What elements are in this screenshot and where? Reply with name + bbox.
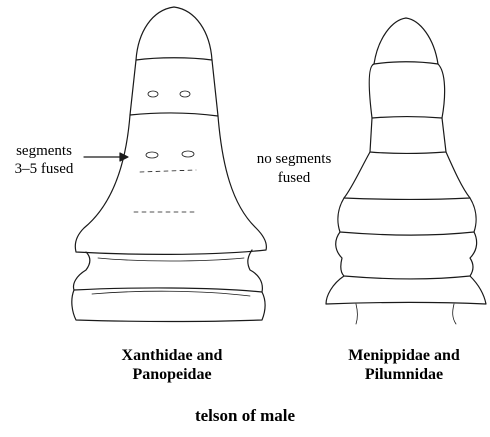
main-caption: telson of male	[145, 406, 345, 425]
left-segment-6	[130, 60, 218, 116]
left-telson	[136, 7, 212, 60]
left-abdomen-drawing	[72, 7, 267, 322]
unfused-annotation-line2: fused	[246, 169, 342, 188]
right-caption-line1: Menippidae and	[322, 346, 486, 365]
right-segment-3	[338, 198, 476, 235]
fused-annotation-line2: 3–5 fused	[4, 160, 84, 179]
right-segment-2	[336, 232, 477, 279]
right-caption-line2: Pilumnidae	[322, 365, 486, 384]
left-caption-line1: Xanthidae and	[82, 346, 262, 365]
right-telson	[374, 18, 438, 64]
right-segment-6	[369, 64, 444, 118]
annotation-arrow	[84, 153, 128, 161]
right-segment-4	[344, 152, 470, 200]
left-segment-2	[74, 250, 263, 292]
unfused-annotation-line1: no segments	[246, 150, 342, 169]
right-segment-5	[370, 118, 446, 154]
left-fused-segments-3-5	[75, 115, 266, 254]
right-segment-1	[326, 276, 486, 304]
fused-annotation-line1: segments	[4, 142, 84, 161]
right-abdomen-drawing	[326, 18, 486, 324]
left-caption-line2: Panopeidae	[82, 365, 262, 384]
